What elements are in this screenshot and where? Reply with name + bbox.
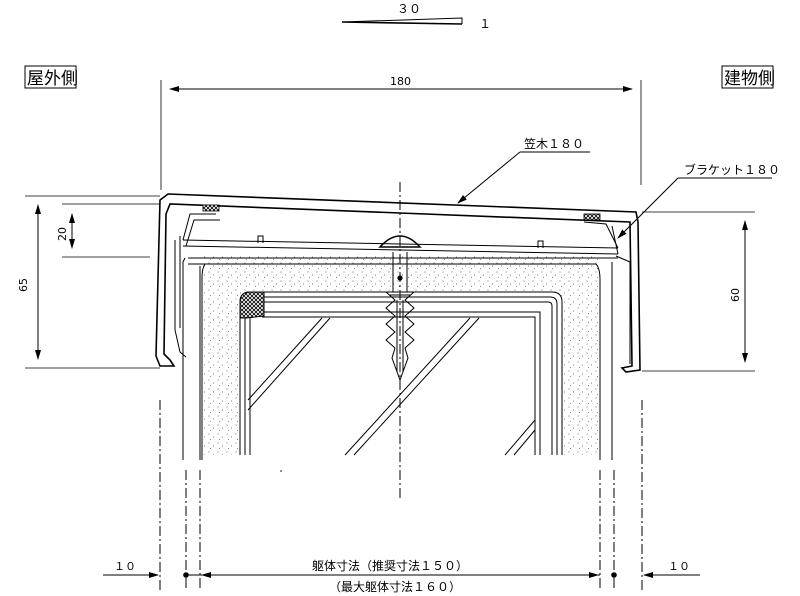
slope-indicator: ３０ １ xyxy=(341,2,491,31)
building-side-label: 建物側 xyxy=(724,69,775,89)
slope-rise-label: １ xyxy=(479,17,491,31)
bottom-left-value: １０ xyxy=(114,560,136,573)
left-inner-dimension: 20 xyxy=(56,203,160,258)
top-width-dimension: 180 xyxy=(160,75,642,190)
coping-label: 笠木１８０ xyxy=(524,136,584,151)
bracket-label: ブラケット１８０ xyxy=(684,162,780,177)
slope-run-label: ３０ xyxy=(397,2,421,16)
bracket-leader: ブラケット１８０ xyxy=(617,162,780,239)
left-height-value: 65 xyxy=(17,278,30,292)
max-body-dimension-label: （最大躯体寸法１６０） xyxy=(329,579,461,594)
left-height-dimension: 65 xyxy=(17,195,160,369)
body-dimension-label: 躯体寸法（推奨寸法１５０） xyxy=(312,558,468,573)
top-width-value: 180 xyxy=(390,75,411,88)
wall-section xyxy=(182,256,618,460)
coping-leader: 笠木１８０ xyxy=(457,136,590,204)
bottom-dimensions: １０ １０ 躯体寸法（推奨寸法１５０） （最大躯体寸法１６０） xyxy=(103,558,700,594)
bottom-right-value: １０ xyxy=(668,560,690,573)
lower-extension-lines xyxy=(159,400,643,590)
right-height-dimension: 60 xyxy=(642,211,755,372)
left-inner-value: 20 xyxy=(56,227,69,241)
exterior-side-label-box: 屋外側 xyxy=(24,65,78,89)
right-height-value: 60 xyxy=(729,288,742,302)
building-side-label-box: 建物側 xyxy=(721,65,775,89)
exterior-side-label: 屋外側 xyxy=(27,69,78,89)
